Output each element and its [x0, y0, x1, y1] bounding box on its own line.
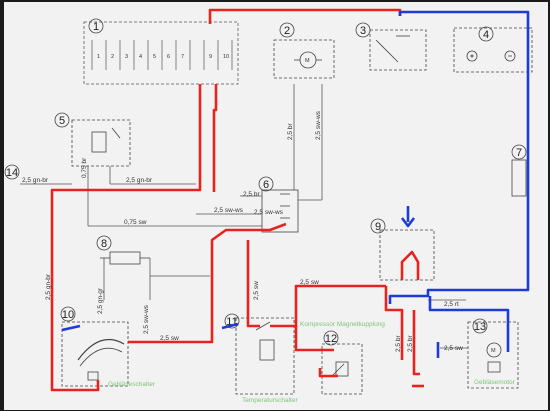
- badge-ring-12: [323, 330, 339, 346]
- component-number-9: 9: [375, 221, 381, 233]
- badge-ring-7: [511, 144, 527, 160]
- component-number-13: 13: [474, 321, 486, 333]
- motor-component: [273, 39, 335, 79]
- fuse-label-7: 7: [181, 54, 184, 60]
- wire-label-br-motor-1: 2,5 br: [287, 123, 294, 140]
- component-number-11: 11: [226, 316, 237, 328]
- badge-ring-8: [96, 235, 112, 251]
- wire-label-br-motor-2: 2,5 br: [243, 191, 260, 198]
- wire-label-sw-ws-vertical: 2,5 sw-ws: [143, 304, 150, 334]
- fuse-number-labels: 1 2 3 4 5 6 7 9 10: [97, 54, 229, 60]
- component-number-7: 7: [516, 147, 522, 159]
- component-number-1: 1: [93, 21, 99, 33]
- connector-block-6: [261, 189, 299, 233]
- motor-symbol-text: M: [305, 58, 310, 64]
- plug-component-8: [100, 251, 150, 265]
- wire-label-br-9a: 2,5 br: [395, 335, 402, 352]
- badge-ring-10: [60, 306, 76, 322]
- temperature-switch-11: [235, 317, 295, 395]
- label-blower-switch: Gebläseschalter: [108, 381, 156, 388]
- grey-wires: [20, 84, 468, 349]
- component-number-4: 4: [483, 29, 489, 41]
- component-number-5: 5: [59, 115, 65, 127]
- wire-label-gn-br-left: 2,5 gn-br: [22, 177, 49, 184]
- wire-label-sw-10: 2,5 sw: [160, 335, 179, 342]
- relay-component-5: [71, 119, 131, 167]
- fuse-label-2: 2: [111, 54, 114, 60]
- component-number-14: 14: [6, 167, 18, 179]
- badge-ring-13: [472, 318, 488, 334]
- fuse-label-1: 1: [97, 54, 100, 60]
- switch-component-3: [369, 29, 427, 71]
- wire-label-sw-13: 2,5 sw: [444, 345, 463, 352]
- blower-switch-10: [61, 321, 129, 387]
- fuse-label-9: 9: [209, 54, 212, 60]
- wire-label-sw-ws-motor: 2,5 sw-ws: [315, 110, 322, 140]
- blue-wires: [61, 10, 530, 358]
- component-number-12: 12: [325, 333, 337, 345]
- label-temperature-switch: Temperaturschalter: [242, 397, 298, 404]
- wire-label-sw-ws-motor-2: 2,5 sw-ws: [254, 209, 284, 216]
- label-compressor-clutch: Kompressor Magnetkupplung: [300, 321, 385, 328]
- badge-ring-4: [478, 26, 494, 42]
- blower-motor-symbol: M: [491, 348, 496, 354]
- blower-motor-13: [467, 321, 519, 389]
- fuse-label-10: 10: [223, 54, 229, 60]
- badge-ring-11: [224, 313, 240, 329]
- component-number-6: 6: [263, 179, 269, 191]
- wire-label-br-075: 0,75 br: [81, 157, 88, 178]
- wire-label-sw-9: 2,5 sw: [300, 279, 319, 286]
- wire-label-rt-9: 2,5 rt: [444, 301, 459, 308]
- component-number-3: 3: [360, 25, 366, 37]
- badge-ring-1: [88, 18, 104, 34]
- wire-label-gn-br-vertical: 2,5 gn-br: [45, 273, 52, 300]
- fuse-label-3: 3: [125, 54, 128, 60]
- badge-ring-6: [258, 176, 274, 192]
- resistor-component-7: [511, 159, 527, 197]
- badge-ring-5: [54, 112, 70, 128]
- component-number-10: 10: [62, 309, 74, 321]
- fuse-label-5: 5: [153, 54, 156, 60]
- badge-ring-3: [355, 22, 371, 38]
- component-number-2: 2: [284, 25, 290, 37]
- wire-label-sw-ws: 2,5 sw-ws: [214, 207, 244, 214]
- compressor-clutch-12: [321, 343, 363, 395]
- green-labels: Gebläseschalter Kompressor Magnetkupplun…: [108, 321, 516, 404]
- wire-label-sw-075: 0,75 sw: [124, 219, 147, 226]
- wire-label-gn-gr: 2,5 gn-gr: [97, 287, 104, 314]
- fuse-box: [83, 21, 239, 85]
- relay-component-9: [379, 229, 435, 281]
- badge-ring-2: [279, 22, 295, 38]
- battery-component: [453, 27, 533, 73]
- fuse-label-4: 4: [139, 54, 142, 60]
- label-blower-motor: Gebläsemotor: [474, 379, 516, 386]
- wire-label-br-9b: 2,5 br: [407, 335, 414, 352]
- wire-label-gn-br-mid: 2,5 gn-br: [126, 177, 153, 184]
- component-number-8: 8: [101, 238, 107, 250]
- paper: [4, 2, 548, 410]
- wire-label-sw-11: 2,5 sw: [253, 281, 260, 300]
- badge-ring-14: [4, 164, 20, 180]
- fuse-label-6: 6: [167, 54, 170, 60]
- badge-ring-9: [370, 218, 386, 234]
- wire-labels: 2,5 gn-br 0,75 br 2,5 gn-br 0,75 sw 2,5 …: [22, 110, 463, 352]
